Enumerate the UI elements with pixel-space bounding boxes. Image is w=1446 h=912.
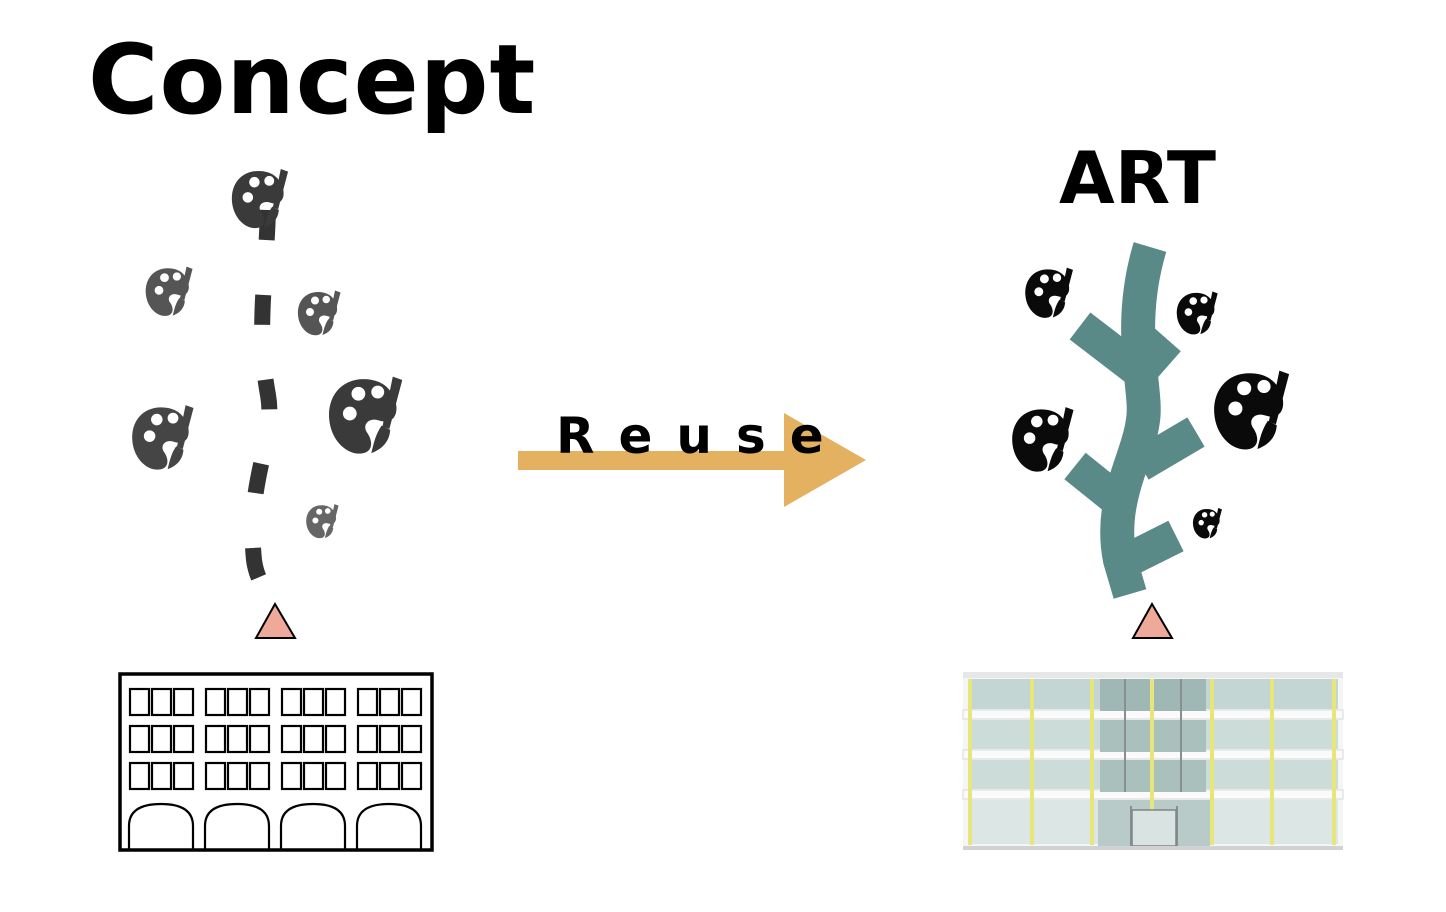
palette-icon: [297, 290, 341, 336]
art-label: ART: [1059, 136, 1216, 220]
page-title: Concept: [88, 24, 536, 136]
reuse-arrow: [518, 413, 866, 507]
reuse-label: Reuse: [556, 407, 848, 465]
palette-icon: [132, 405, 194, 470]
palette-icon: [306, 504, 339, 539]
dashed-path: [244, 209, 278, 595]
palette-icon: [145, 266, 193, 316]
palette-icon: [231, 168, 289, 229]
palette-icon: [1214, 370, 1290, 450]
palette-icon: [1012, 407, 1074, 472]
triangle-marker-icon: [1131, 601, 1174, 639]
palette-icon: [1176, 291, 1218, 335]
triangle-marker-icon: [254, 601, 297, 639]
palette-icon: [329, 376, 403, 454]
palette-icon: [1192, 508, 1222, 539]
historic-building: [118, 672, 434, 852]
palette-icon: [1025, 267, 1073, 318]
branching-tree: [1064, 242, 1205, 599]
modern-building: [962, 672, 1344, 850]
